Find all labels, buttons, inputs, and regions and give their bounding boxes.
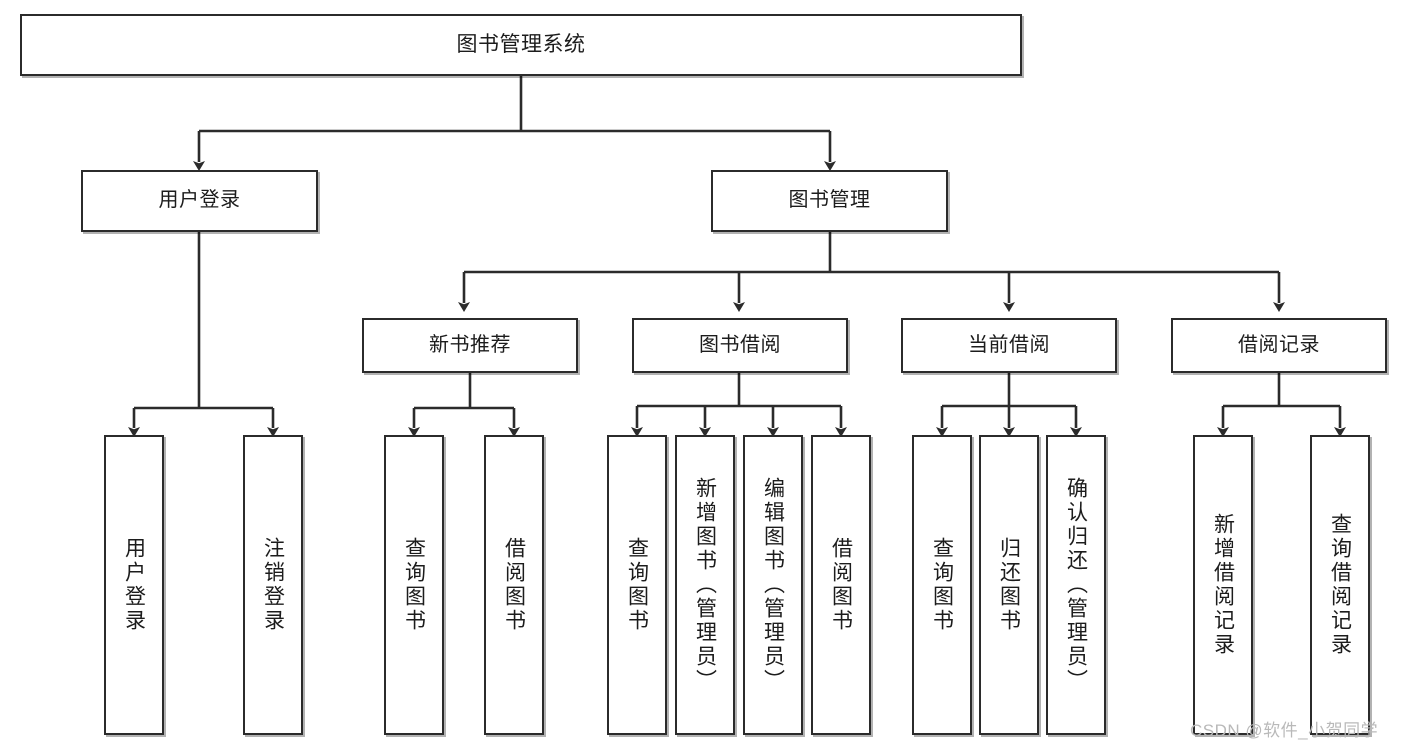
leaf-current-return-book-label: 归还图书 bbox=[997, 537, 1021, 633]
leaf-current-return-book[interactable]: 归还图书 bbox=[979, 435, 1039, 735]
node-user-login[interactable]: 用户登录 bbox=[81, 170, 318, 232]
leaf-record-add-record[interactable]: 新增借阅记录 bbox=[1193, 435, 1253, 735]
leaf-borrow-query-book-label: 查询图书 bbox=[625, 537, 649, 633]
leaf-current-confirm-return[interactable]: 确认归还（管理员） bbox=[1046, 435, 1106, 735]
leaf-record-query-record[interactable]: 查询借阅记录 bbox=[1310, 435, 1370, 735]
leaf-recommend-query-book-label: 查询图书 bbox=[402, 537, 426, 633]
node-borrow-record-label: 借阅记录 bbox=[1238, 333, 1320, 356]
node-new-book-recommend[interactable]: 新书推荐 bbox=[362, 318, 578, 373]
node-root-label: 图书管理系统 bbox=[456, 32, 586, 56]
leaf-current-query-book-label: 查询图书 bbox=[930, 537, 954, 633]
watermark: CSDN @软件_小贺同学 bbox=[1190, 721, 1379, 740]
leaf-record-add-record-label: 新增借阅记录 bbox=[1211, 513, 1235, 657]
node-current-borrow[interactable]: 当前借阅 bbox=[901, 318, 1117, 373]
leaf-borrow-query-book[interactable]: 查询图书 bbox=[607, 435, 667, 735]
node-root[interactable]: 图书管理系统 bbox=[20, 14, 1022, 76]
node-user-login-label: 用户登录 bbox=[158, 189, 241, 212]
leaf-borrow-edit-book-label: 编辑图书（管理员） bbox=[761, 477, 785, 693]
node-book-management-label: 图书管理 bbox=[788, 189, 871, 212]
leaf-user-login-login[interactable]: 用户登录 bbox=[104, 435, 164, 735]
leaf-borrow-edit-book[interactable]: 编辑图书（管理员） bbox=[743, 435, 803, 735]
leaf-user-login-logout[interactable]: 注销登录 bbox=[243, 435, 303, 735]
leaf-record-query-record-label: 查询借阅记录 bbox=[1328, 513, 1352, 657]
leaf-borrow-add-book[interactable]: 新增图书（管理员） bbox=[675, 435, 735, 735]
leaf-borrow-borrow-book-label: 借阅图书 bbox=[829, 537, 853, 633]
leaf-borrow-borrow-book[interactable]: 借阅图书 bbox=[811, 435, 871, 735]
leaf-recommend-borrow-book-label: 借阅图书 bbox=[502, 537, 526, 633]
node-new-book-recommend-label: 新书推荐 bbox=[429, 333, 511, 356]
leaf-current-confirm-return-label: 确认归还（管理员） bbox=[1064, 477, 1088, 693]
leaf-user-login-logout-label: 注销登录 bbox=[261, 537, 285, 633]
leaf-recommend-query-book[interactable]: 查询图书 bbox=[384, 435, 444, 735]
node-borrow-record[interactable]: 借阅记录 bbox=[1171, 318, 1387, 373]
node-book-borrow-label: 图书借阅 bbox=[699, 333, 781, 356]
leaf-current-query-book[interactable]: 查询图书 bbox=[912, 435, 972, 735]
node-current-borrow-label: 当前借阅 bbox=[968, 333, 1050, 356]
leaf-borrow-add-book-label: 新增图书（管理员） bbox=[693, 477, 717, 693]
leaf-user-login-login-label: 用户登录 bbox=[122, 537, 146, 633]
node-book-borrow[interactable]: 图书借阅 bbox=[632, 318, 848, 373]
leaf-recommend-borrow-book[interactable]: 借阅图书 bbox=[484, 435, 544, 735]
node-book-management[interactable]: 图书管理 bbox=[711, 170, 948, 232]
